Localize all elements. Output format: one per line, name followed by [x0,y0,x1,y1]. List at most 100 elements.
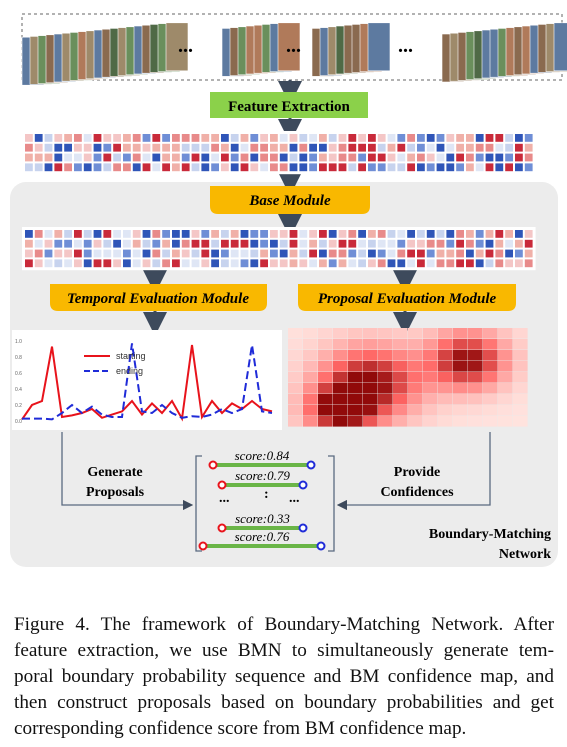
feature-cell [221,163,229,172]
feature-cell [328,143,337,152]
feature-cell [417,153,425,162]
heatmap-cell [423,339,438,350]
feature-cell [54,249,63,258]
feature-cell [34,249,43,258]
feature-cell [446,143,455,152]
heatmap-cell [408,416,423,427]
heatmap-cell [303,394,318,405]
feature-cell [368,259,376,268]
heatmap-cell [423,416,438,427]
feature-cell [260,259,268,268]
feature-cell [309,230,317,238]
feature-cell [181,239,190,248]
feature-cell [338,153,347,162]
feature-cell [260,239,268,248]
feature-cell [34,163,43,172]
feature-cell [407,259,415,268]
feature-cell [446,153,455,162]
feature-cell [113,134,121,142]
feature-cell [515,143,523,152]
feature-grid-1 [22,131,536,175]
feature-cell [113,230,121,238]
feature-cell [64,249,72,258]
feature-cell [407,153,415,162]
heatmap-cell [483,372,498,383]
feature-cell [93,134,102,142]
video-frame [553,22,567,72]
heatmap-cell [453,405,468,416]
feature-cell [309,163,317,172]
feature-cell [426,153,435,162]
feature-cell [505,153,513,162]
feature-cell [34,239,43,248]
feature-cell [446,239,455,248]
feature-cell [377,143,386,152]
heatmap-cell [303,416,318,427]
feature-cell [103,259,112,268]
feature-cell [191,249,200,258]
heatmap-cell [513,328,528,339]
feature-cell [436,134,445,142]
heatmap-cell [513,383,528,394]
feature-cell [338,134,347,142]
heatmap-cell [408,372,423,383]
feature-cell [240,163,249,172]
feature-cell [230,230,239,238]
feature-cell [132,239,141,248]
heatmap-cell [453,328,468,339]
feature-cell [495,153,504,162]
feature-cell [279,230,288,238]
heatmap-cell [378,405,393,416]
feature-cell [289,163,298,172]
feature-cell [495,239,504,248]
feature-cell [211,134,219,142]
bm-confidence-map [288,328,528,427]
feature-cell [319,163,327,172]
heatmap-cell [468,405,483,416]
heatmap-cell [408,328,423,339]
feature-cell [358,259,366,268]
bracket-right [328,455,335,552]
feature-cell [475,143,484,152]
feature-cell [328,153,337,162]
heatmap-cell [423,383,438,394]
feature-cell [123,143,131,152]
heatmap-cell [363,383,378,394]
feature-cell [426,249,435,258]
feature-cell [172,249,180,258]
heatmap-cell [483,350,498,361]
feature-cell [270,134,278,142]
feature-cell [368,163,376,172]
feature-cell [319,249,327,258]
feature-cell [250,143,259,152]
heatmap-cell [348,339,363,350]
feature-cell [142,153,151,162]
provide-label-line1: Provide [394,465,440,480]
feature-cell [309,143,317,152]
feature-cell [113,239,121,248]
feature-cell [299,153,308,162]
feature-cell [456,163,464,172]
heatmap-cell [378,416,393,427]
frames-ellipsis-1: ... [178,35,193,57]
feature-cell [289,239,298,248]
heatmap-cell [513,350,528,361]
heatmap-cell [318,394,333,405]
frames-ellipsis-3: ... [398,35,413,57]
feature-cell [524,249,533,258]
feature-cell [299,259,308,268]
feature-cell [221,249,229,258]
feature-cell [417,163,425,172]
feature-cell [456,249,464,258]
feature-cell [456,153,464,162]
heatmap-cell [453,383,468,394]
feature-cell [240,153,249,162]
feature-cell [417,239,425,248]
feature-cell [407,249,415,258]
feature-cell [466,134,474,142]
feature-cell [368,230,376,238]
feature-cell [407,134,415,142]
feature-cell [368,134,376,142]
feature-cell [407,230,415,238]
feature-cell [515,259,523,268]
